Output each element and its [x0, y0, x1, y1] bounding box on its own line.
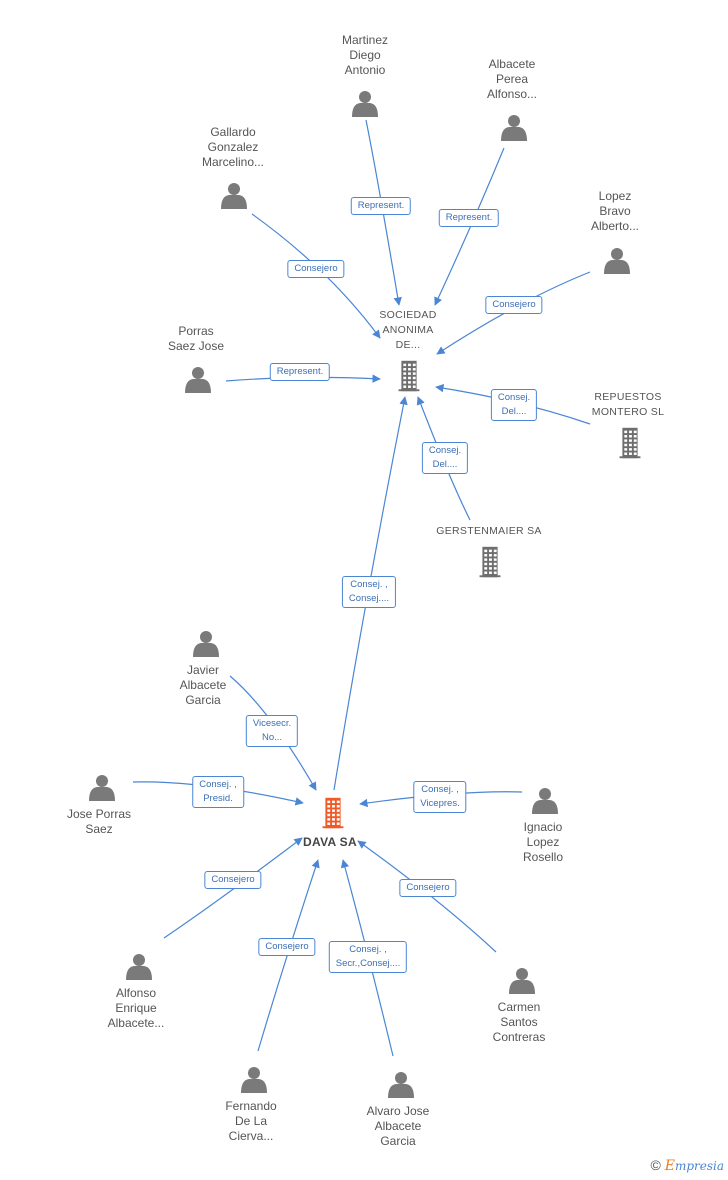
person-icon-ignacio[interactable] [532, 788, 558, 814]
edge-label-javier[interactable]: Vicesecr. No... [245, 715, 299, 747]
node-label-alvaro[interactable]: Alvaro Jose Albacete Garcia [366, 1104, 430, 1148]
node-label-javier[interactable]: Javier Albacete Garcia [179, 663, 227, 707]
edge-label-dava[interactable]: Consej. , Consej.... [341, 576, 397, 608]
node-label-repuestos[interactable]: REPUESTOS MONTERO SL [591, 391, 665, 418]
person-icon-gallardo[interactable] [221, 183, 247, 209]
person-icon-alfonso[interactable] [126, 954, 152, 980]
brand-name: mpresia [674, 1159, 724, 1173]
edge-label-lopez_bravo[interactable]: Consejero [485, 296, 543, 314]
brand-initial: E [664, 1158, 675, 1174]
person-icon-porras[interactable] [185, 367, 211, 393]
person-icon-albacete_perea[interactable] [501, 115, 527, 141]
node-label-albacete_perea[interactable]: Albacete Perea Alfonso... [486, 57, 538, 101]
edge-label-jose_porras[interactable]: Consej. , Presid. [192, 776, 244, 808]
building-icon-gerstenmaier[interactable] [479, 546, 501, 578]
edge-label-porras[interactable]: Represent. [269, 363, 331, 381]
node-label-lopez_bravo[interactable]: Lopez Bravo Alberto... [590, 189, 640, 233]
building-icon-sociedad[interactable] [398, 360, 420, 392]
copyright-icon: © [650, 1157, 661, 1173]
person-icon-alvaro[interactable] [388, 1072, 414, 1098]
node-label-ignacio[interactable]: Ignacio Lopez Rosello [522, 820, 564, 864]
person-icon-martinez[interactable] [352, 91, 378, 117]
building-icon-dava[interactable] [322, 797, 344, 829]
node-label-jose_porras[interactable]: Jose Porras Saez [66, 807, 132, 836]
brand-footer: © Empresia [650, 1157, 724, 1174]
building-icon-repuestos[interactable] [619, 427, 641, 459]
edge-fernando-to-dava [257, 859, 320, 1052]
edge-label-alfonso[interactable]: Consejero [204, 871, 262, 889]
edge-label-gallardo[interactable]: Consejero [287, 260, 345, 278]
edge-label-repuestos[interactable]: Consej. Del.... [490, 389, 538, 421]
edge-label-ignacio[interactable]: Consej. , Vicepres. [413, 781, 467, 813]
person-icon-javier[interactable] [193, 631, 219, 657]
edge-label-martinez[interactable]: Represent. [350, 197, 412, 215]
edge-albacete_perea-to-sociedad [434, 147, 505, 306]
node-label-alfonso[interactable]: Alfonso Enrique Albacete... [107, 986, 165, 1030]
node-label-fernando[interactable]: Fernando De La Cierva... [225, 1099, 277, 1143]
node-label-gerstenmaier[interactable]: GERSTENMAIER SA [436, 525, 542, 537]
person-icon-lopez_bravo[interactable] [604, 248, 630, 274]
node-label-gallardo[interactable]: Gallardo Gonzalez Marcelino... [201, 125, 265, 169]
edge-alfonso-to-dava [163, 837, 303, 939]
person-icon-jose_porras[interactable] [89, 775, 115, 801]
person-icon-carmen[interactable] [509, 968, 535, 994]
edge-label-albacete_perea[interactable]: Represent. [438, 209, 500, 227]
edge-label-fernando[interactable]: Consejero [258, 938, 316, 956]
edge-label-gerstenmaier[interactable]: Consej. Del.... [421, 442, 469, 474]
node-label-sociedad[interactable]: SOCIEDAD ANONIMA DE... [379, 309, 437, 351]
edge-carmen-to-dava [357, 840, 497, 953]
node-label-porras[interactable]: Porras Saez Jose [167, 324, 225, 353]
person-icon-fernando[interactable] [241, 1067, 267, 1093]
edge-label-alvaro[interactable]: Consej. , Secr.,Consej.... [328, 941, 408, 973]
node-label-dava[interactable]: DAVA SA [303, 835, 357, 849]
node-label-martinez[interactable]: Martinez Diego Antonio [341, 33, 388, 77]
edge-label-carmen[interactable]: Consejero [399, 879, 457, 897]
node-label-carmen[interactable]: Carmen Santos Contreras [492, 1000, 546, 1044]
edge-martinez-to-sociedad [365, 119, 402, 306]
